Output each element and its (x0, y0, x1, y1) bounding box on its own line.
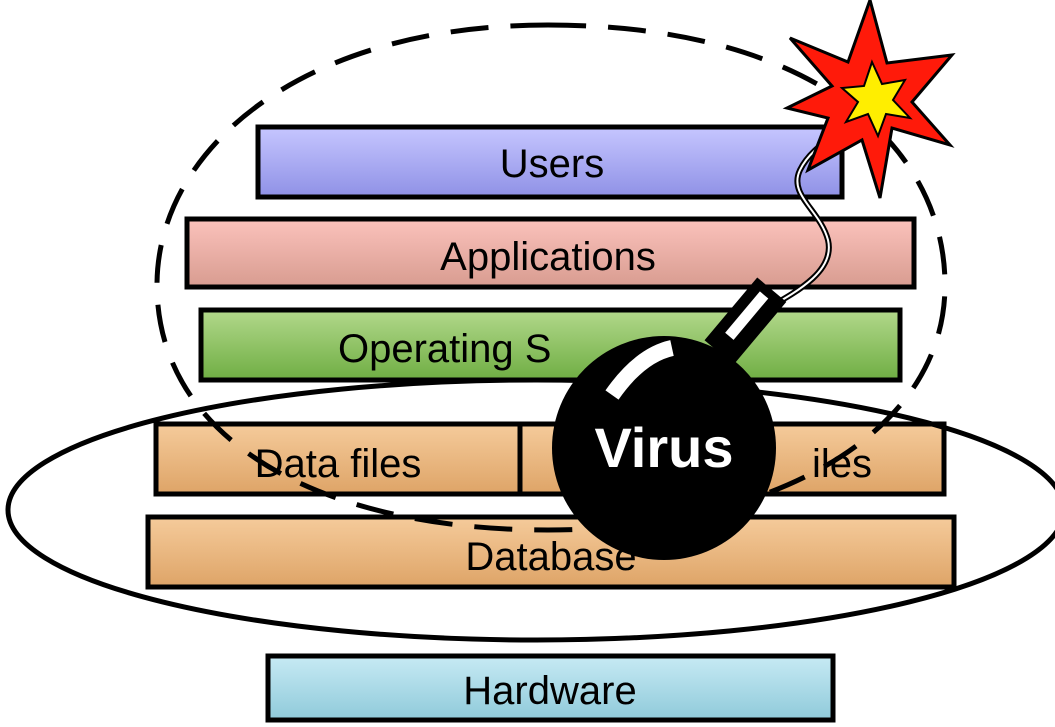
spark-core-icon (839, 59, 913, 139)
layer-data-files: Data files (153, 421, 523, 497)
layer-operating-system: Operating S (198, 307, 903, 383)
layer-database: Database (145, 514, 957, 590)
layer-data-files-label: Data files (255, 442, 422, 486)
bomb-highlight (605, 340, 675, 400)
layer-hardware-label: Hardware (463, 669, 636, 713)
layer-hardware: Hardware (265, 653, 836, 723)
solid-boundary-ellipse (5, 377, 1055, 643)
layer-users-label: Users (500, 142, 604, 186)
layer-users: Users (255, 124, 845, 200)
dashed-boundary-ellipse (154, 22, 948, 533)
layer-operating-system-label: Operating S (338, 327, 551, 371)
bomb-label: Virus (594, 416, 733, 479)
layer-applications: Applications (184, 216, 917, 290)
layer-applications-label: Applications (440, 235, 656, 279)
layer-program-files-label: iles (812, 442, 872, 486)
